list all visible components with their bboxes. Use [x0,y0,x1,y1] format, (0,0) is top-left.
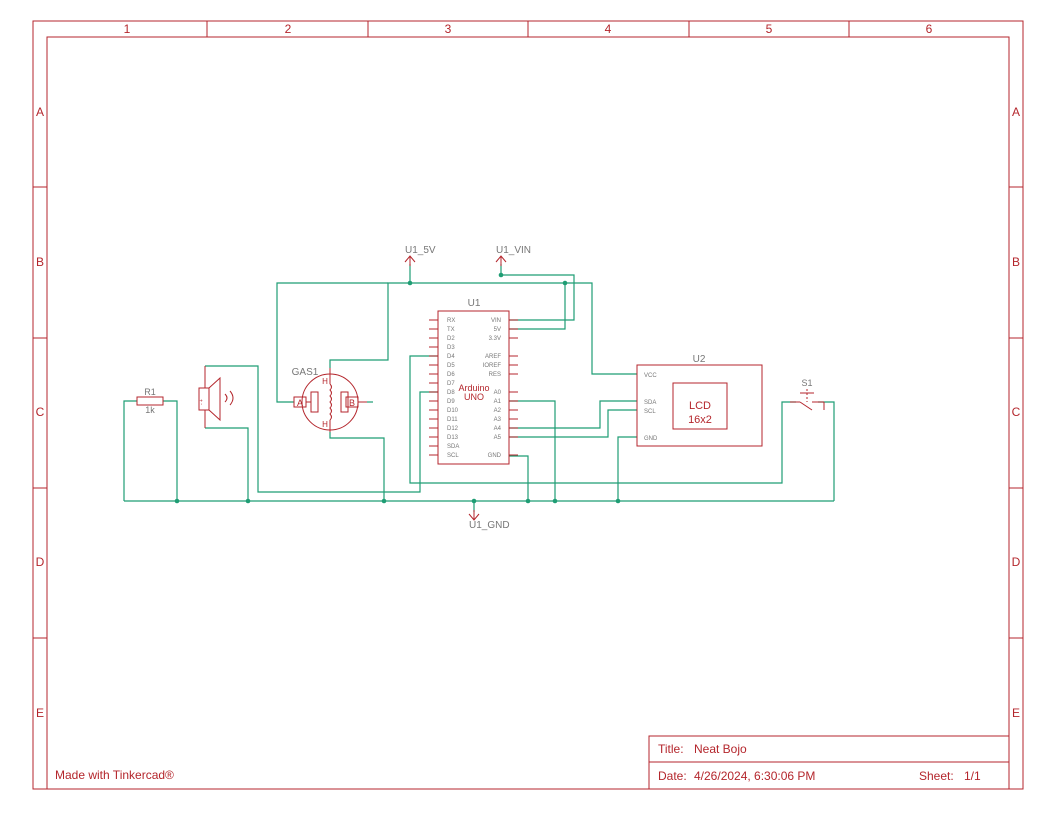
title-block: Title: Neat Bojo Date: 4/26/2024, 6:30:0… [648,735,1010,790]
arduino-pin-label: D13 [447,435,459,441]
row-label: E [1012,706,1020,720]
arduino-pin-label: D8 [447,390,455,396]
column-label: 5 [766,22,773,36]
sheet-label: Sheet: [919,769,954,783]
drawing-frame [32,20,1024,790]
arduino-pin-label: A5 [494,435,502,441]
arduino-pin-label: A3 [494,417,502,423]
row-label: A [36,105,44,119]
lcd-pin-scl: SCL [644,409,656,415]
arduino-pin-label: GND [488,453,502,459]
lcd-pin-gnd: GND [644,436,658,442]
arduino-pin-label: D2 [447,336,455,342]
ground-symbol: U1_GND [468,510,510,531]
title-value: Neat Bojo [694,742,747,756]
net-label-vin: U1_VIN [496,245,531,256]
arduino-pin-label: AREF [485,354,501,360]
lcd-label: LCD [689,400,711,412]
arduino-pin-label: D7 [447,381,455,387]
row-label: C [1012,405,1021,419]
column-label: 1 [124,22,131,36]
row-label: B [1012,255,1020,269]
title-label: Title: [658,742,684,756]
sheet-value: 1/1 [964,769,981,783]
row-label: B [36,255,44,269]
lcd-pin-sda: SDA [644,400,656,406]
arduino-model: UNO [464,392,484,402]
date-label: Date: [658,769,687,783]
row-label: E [36,706,44,720]
row-label: A [1012,105,1020,119]
lcd-pin-vcc: VCC [644,373,657,379]
column-label: 2 [285,22,292,36]
resistor-ref: R1 [144,387,156,397]
row-labels-right: A B C D E [1012,105,1021,720]
resistor-value: 1k [145,405,155,415]
pushbutton-s1: S1 [790,378,825,411]
column-label: 6 [926,22,933,36]
resistor-r1: R1 1k [136,387,164,415]
arduino-ref: U1 [468,298,481,309]
column-label: 4 [605,22,612,36]
column-labels: 1 2 3 4 5 6 [124,22,933,36]
arduino-pin-label: D4 [447,354,455,360]
arduino-pin-label: D10 [447,408,459,414]
lcd-module: U2 LCD 16x2 VCC SDA SCL GND [636,354,763,447]
switch-ref: S1 [801,378,812,388]
junction-dots [174,272,621,504]
lcd-size: 16x2 [688,414,712,426]
gas-sensor-ref: GAS1 [292,367,319,378]
arduino-pin-label: 5V [494,327,501,333]
arduino-pin-label: D11 [447,417,458,423]
buzzer-polarity: - + [199,399,205,405]
row-label: D [1012,555,1021,569]
arduino-pin-label: SDA [447,444,459,450]
arduino-pin-label: A0 [494,390,502,396]
arduino-pin-label: 3.3V [489,336,501,342]
arduino-pin-label: D6 [447,372,455,378]
net-label-5v: U1_5V [405,245,436,256]
gas-pin-h1: H [322,377,328,386]
arduino-pin-label: A4 [494,426,502,432]
arduino-pin-label: D5 [447,363,455,369]
row-labels-left: A B C D E [36,105,45,720]
row-label: D [36,555,45,569]
gas-pin-h2: H [322,420,328,429]
gas-pin-b: B [349,398,355,408]
date-value: 4/26/2024, 6:30:06 PM [694,769,815,783]
made-with-tinkercad: Made with Tinkercad® [55,768,174,782]
gas-sensor: GAS1 A B H H [292,367,367,432]
arduino-pin-label: VIN [491,318,501,324]
arduino-pin-label: D3 [447,345,455,351]
arduino-pin-label: TX [447,327,455,333]
row-label: C [36,405,45,419]
lcd-ref: U2 [693,354,706,365]
buzzer: - + [198,366,234,428]
arduino-pin-label: IOREF [483,363,502,369]
arduino-pin-label: D12 [447,426,459,432]
arduino-pin-label: RES [489,372,501,378]
arduino-uno: U1 Arduino UNO RX TX D2D3D4D5D6D7D8D9D10D1… [429,298,518,465]
arduino-name: Arduino [458,383,489,393]
arduino-pin-label: RX [447,318,455,324]
arduino-pin-label: A2 [494,408,502,414]
gas-pin-a: A [297,398,303,408]
column-label: 3 [445,22,452,36]
power-symbol-vin: U1_VIN [495,245,531,266]
power-symbol-5v: U1_5V [404,245,436,266]
arduino-pin-label: D9 [447,399,455,405]
arduino-pin-label: SCL [447,453,459,459]
net-label-gnd: U1_GND [469,520,510,531]
arduino-pin-label: A1 [494,399,502,405]
